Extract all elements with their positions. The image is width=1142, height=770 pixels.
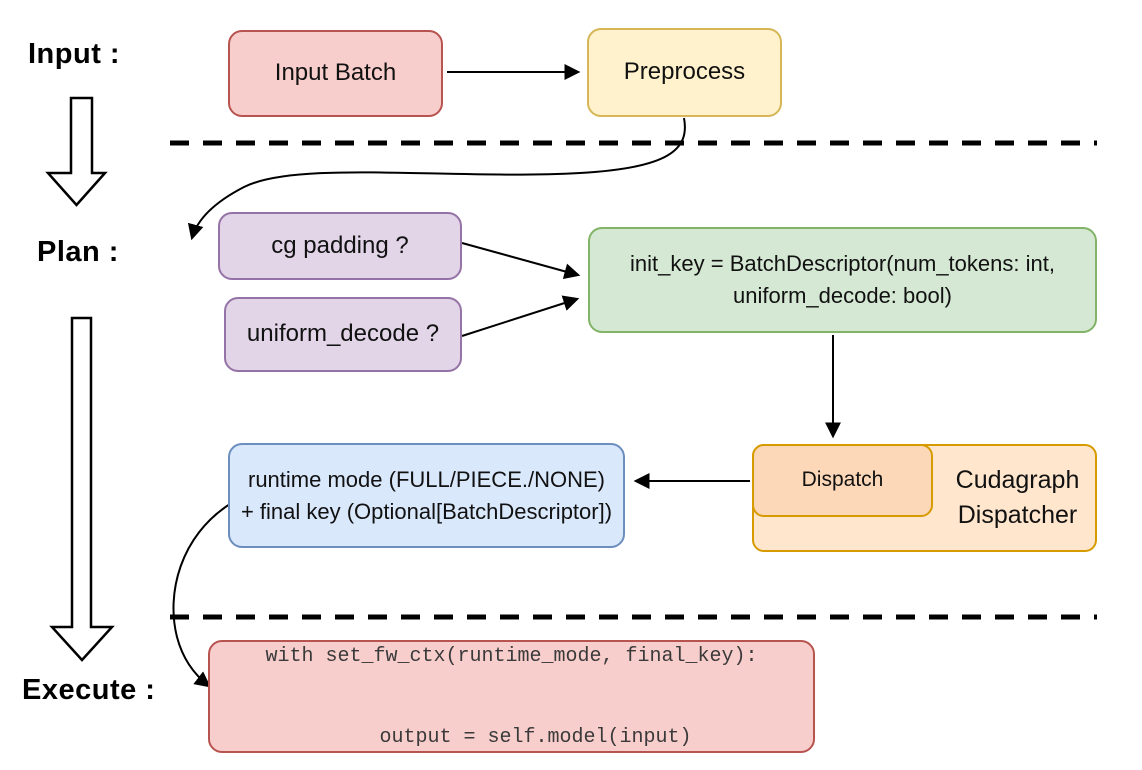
arrow-uniformdecode-to-initkey bbox=[461, 295, 580, 337]
node-dispatch-label: Dispatch bbox=[801, 468, 884, 492]
node-cg-padding: cg padding ? bbox=[218, 212, 462, 280]
stage-label-input: Input : bbox=[28, 38, 121, 70]
node-preprocess-label: Preprocess bbox=[623, 58, 746, 86]
stage-label-plan: Plan : bbox=[37, 236, 119, 268]
node-runtime-mode-line1: runtime mode (FULL/PIECE./NONE) bbox=[248, 466, 605, 492]
node-init-key-line1: init_key = BatchDescriptor(num_tokens: i… bbox=[630, 251, 1055, 277]
node-runtime-mode: runtime mode (FULL/PIECE./NONE) + final … bbox=[228, 443, 625, 548]
node-runtime-mode-line2: + final key (Optional[BatchDescriptor]) bbox=[240, 498, 613, 524]
node-input-batch-label: Input Batch bbox=[274, 59, 397, 87]
block-arrow-input-to-plan-icon bbox=[45, 96, 108, 207]
execute-code-line2: output = self.model(input) bbox=[331, 725, 692, 749]
node-cg-padding-label: cg padding ? bbox=[271, 231, 409, 259]
stage-label-execute: Execute : bbox=[22, 674, 156, 706]
node-uniform-decode-label: uniform_decode ? bbox=[246, 320, 440, 348]
node-input-batch: Input Batch bbox=[228, 30, 443, 117]
node-init-key-line2: uniform_decode: bool) bbox=[733, 283, 952, 308]
node-uniform-decode: uniform_decode ? bbox=[224, 297, 462, 372]
execute-code-line1: with set_fw_ctx(runtime_mode, final_key)… bbox=[265, 644, 758, 668]
arrow-preprocess-to-cgpadding bbox=[187, 117, 686, 241]
node-init-key: init_key = BatchDescriptor(num_tokens: i… bbox=[588, 227, 1097, 333]
cudagraph-label-line1: Cudagraph bbox=[955, 466, 1080, 494]
block-arrow-plan-to-execute-icon bbox=[49, 316, 115, 662]
node-execute-code: with set_fw_ctx(runtime_mode, final_key)… bbox=[208, 640, 815, 753]
node-preprocess: Preprocess bbox=[587, 28, 782, 117]
arrow-runtimemode-to-execute bbox=[172, 503, 231, 688]
cudagraph-label-line2: Dispatcher bbox=[957, 501, 1078, 529]
node-dispatch: Dispatch bbox=[752, 444, 933, 517]
node-cudagraph-dispatcher-label: Cudagraph Dispatcher bbox=[940, 444, 1095, 552]
arrow-cgpadding-to-initkey bbox=[461, 242, 581, 280]
